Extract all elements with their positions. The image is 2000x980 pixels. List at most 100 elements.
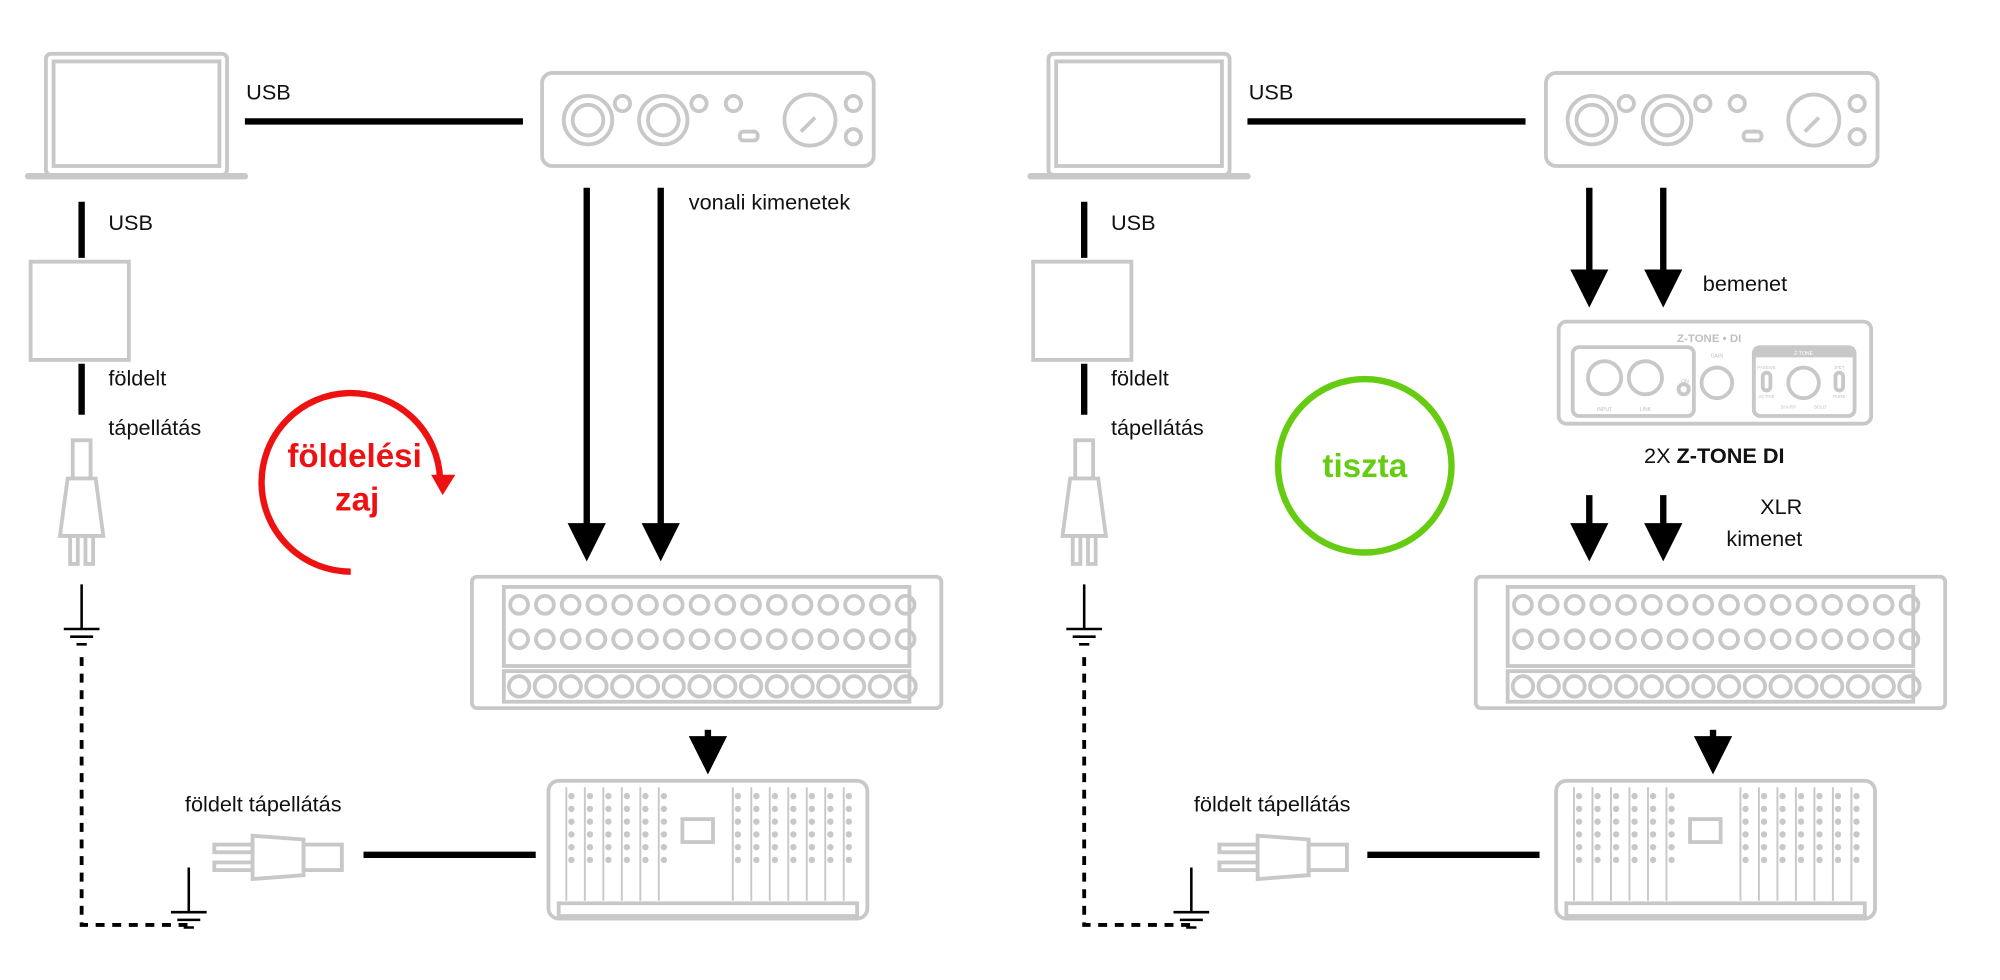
mixer-knob (1779, 805, 1786, 813)
xlr-input-jack (534, 628, 556, 651)
mixer-knob (568, 843, 575, 851)
mixer-knob (1797, 818, 1805, 825)
mixer-knob (1649, 818, 1657, 825)
xlr-input-jack (817, 593, 840, 616)
mixer-knob (623, 831, 631, 838)
xlr-input-jack (508, 593, 530, 616)
power-plug-icon (58, 438, 106, 566)
mixer-knob (1594, 805, 1601, 813)
mixer-knob (808, 818, 816, 825)
mixer-display (1688, 817, 1723, 844)
xlr-output-jack (1871, 674, 1896, 699)
mixer-knob (1834, 818, 1842, 825)
mixer-knob (1742, 843, 1749, 851)
mixer-knob (660, 805, 668, 813)
mixer-knob (1668, 843, 1675, 851)
mixer-knob (605, 805, 612, 813)
mixer-knob (1594, 856, 1601, 864)
xlr-input-jack (1769, 593, 1792, 616)
xlr-output-jack (738, 674, 764, 699)
mixer-knob (1649, 792, 1657, 800)
xlr-input-jack (508, 628, 530, 651)
mixer-knob (1612, 805, 1620, 813)
xlr-input-jack (1615, 593, 1637, 616)
mixer-knob (1797, 843, 1805, 851)
xlr-output-jack (1716, 674, 1742, 699)
mixer-knob (1742, 856, 1749, 864)
right-setup: USB bemenet USB földelt tápellátás tiszt… (1031, 54, 1948, 929)
mixer-knob (1668, 856, 1675, 864)
mixer-knob (1853, 843, 1860, 851)
usb-label: USB (108, 210, 153, 235)
mixer-knob (1779, 856, 1786, 864)
xlr-input-jack (1615, 628, 1637, 651)
mixer-knob (623, 856, 631, 864)
mixer-knob (1575, 818, 1583, 825)
mixer-knob (790, 792, 797, 800)
svg-text:PURE: PURE (1833, 394, 1845, 399)
mixer-knob (1612, 856, 1620, 864)
xlr-input-jack (688, 593, 711, 616)
usb-hub-icon (28, 259, 131, 362)
ground-icon (169, 866, 208, 929)
xlr-label: XLR (1760, 494, 1802, 519)
xlr-output-jack (507, 674, 532, 699)
mixer-knob (1797, 831, 1805, 838)
xlr-input-jack (765, 593, 788, 616)
xlr-output-jack (1742, 674, 1767, 699)
left-setup: USB vonali kimenetek USB földelt tápellá… (28, 54, 944, 929)
ground-path (79, 657, 189, 927)
mixer-knob (771, 831, 779, 838)
mixer-knob (771, 805, 779, 813)
mixer-knob (1631, 843, 1638, 851)
mixer-knob (1631, 792, 1638, 800)
xlr-input-jack (611, 628, 634, 651)
xlr-input-jack (1821, 628, 1843, 651)
clean-circle (1274, 375, 1455, 556)
xlr-output-jack (1768, 674, 1793, 699)
mixer-icon (546, 778, 870, 921)
mixer-knob (642, 818, 649, 825)
mixer-knob (1816, 856, 1823, 864)
mixer-knob (1742, 818, 1749, 825)
xlr-input-jack (843, 628, 865, 651)
xlr-input-jack (894, 628, 917, 651)
mixer-knob (1853, 856, 1860, 864)
mixer-knob (1779, 843, 1786, 851)
mixer-knob (1760, 856, 1768, 864)
mixer-knob (827, 792, 834, 800)
mixer-knob (1575, 792, 1583, 800)
mixer-knob (827, 831, 834, 838)
mixer-knob (734, 831, 742, 838)
mixer-knob (568, 805, 575, 813)
xlr-input-jack (662, 593, 685, 616)
xlr-output-jack (1845, 674, 1871, 699)
mixer-knob (1760, 805, 1768, 813)
xlr-input-jack (1769, 628, 1792, 651)
svg-text:INPUT: INPUT (1597, 407, 1612, 413)
xlr-output-jack (661, 674, 686, 699)
xlr-output-jack (841, 674, 867, 699)
usb-label: USB (1249, 80, 1294, 105)
mixer-knob (827, 856, 834, 864)
mixer-knob (1649, 805, 1657, 813)
mixer-knob (1853, 792, 1860, 800)
mixer-knob (790, 856, 797, 864)
audio-interface-icon (1544, 70, 1880, 168)
xlr-output-jack (1613, 674, 1639, 699)
mixer-knob (568, 831, 575, 838)
mixer-knob (753, 792, 760, 800)
xlr-input-jack (662, 628, 685, 651)
xlr-output-jack (1897, 674, 1922, 699)
mixer-knob (1853, 818, 1860, 825)
mixer-knob (1612, 831, 1620, 838)
xlr-output-jack (1794, 674, 1819, 699)
mixer-knob (827, 843, 834, 851)
mixer-knob (1797, 792, 1805, 800)
power-plug-icon (1217, 833, 1349, 881)
mixer-knob (1797, 805, 1805, 813)
mixer-knob (568, 818, 575, 825)
ground-noise-label: zaj (335, 481, 379, 518)
xlr-input-jack (1795, 593, 1818, 616)
xlr-output-jack (1639, 674, 1664, 699)
